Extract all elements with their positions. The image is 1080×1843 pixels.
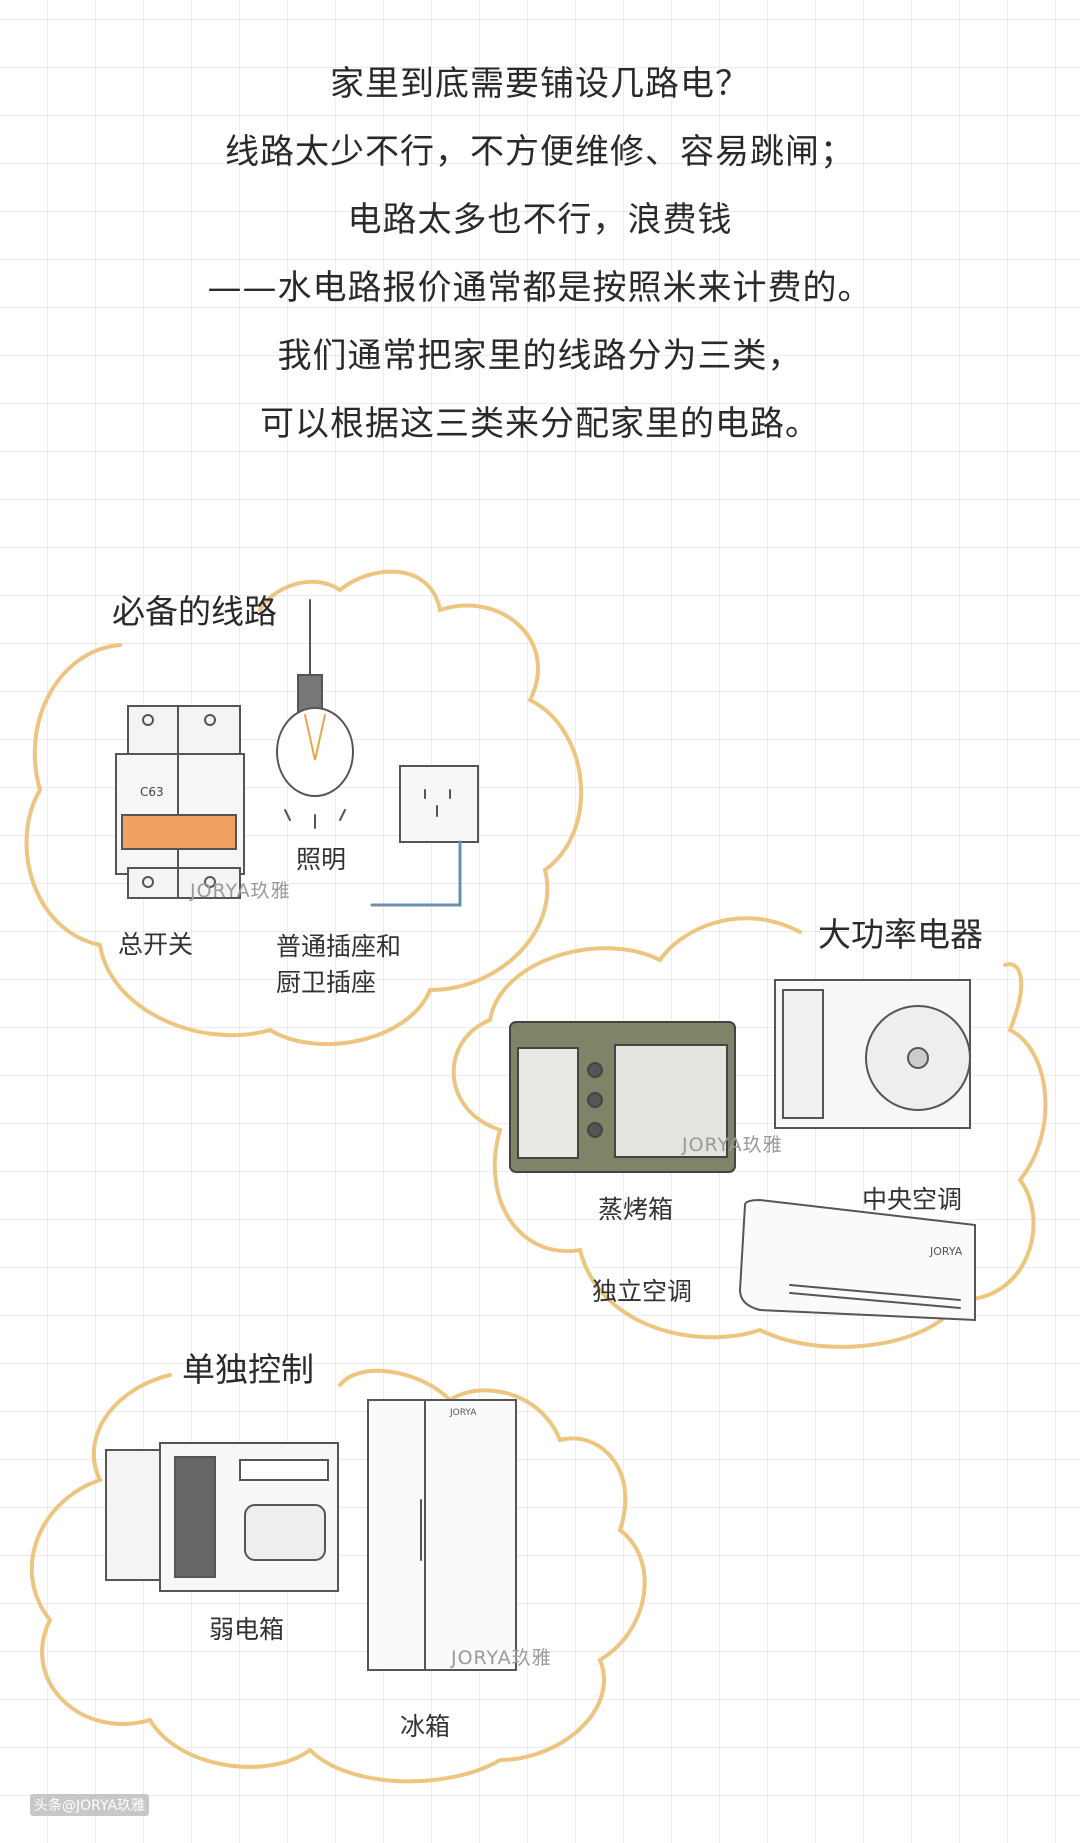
cloud-outline	[451, 916, 1048, 1349]
item-label: 厨卫插座	[276, 968, 377, 997]
watermark: JORYA玖雅	[682, 1134, 783, 1156]
group-title: 大功率电器	[818, 915, 983, 954]
oven-illustration	[509, 1021, 736, 1173]
watermark: JORYA玖雅	[190, 880, 291, 902]
watermark: JORYA玖雅	[451, 1647, 552, 1669]
footer-watermark: 头条@JORYA玖雅	[30, 1794, 150, 1816]
fridge-brand-mark: JORYA	[449, 1408, 477, 1418]
item-label: 总开关	[118, 930, 194, 959]
intro-line: 线路太少不行，不方便维修、容易跳闸；	[225, 132, 855, 172]
group-title: 单独控制	[182, 1350, 314, 1389]
item-label: 独立空调	[592, 1277, 693, 1306]
ac-brand-mark: JORYA	[929, 1245, 963, 1258]
item-label: 普通插座和	[276, 932, 402, 961]
light-bulb-illustration	[276, 599, 354, 829]
intro-line: 家里到底需要铺设几路电？	[330, 64, 750, 104]
cloud-outline	[29, 1368, 647, 1784]
central-ac-illustration	[774, 979, 971, 1129]
group-title: 必备的线路	[112, 592, 277, 631]
intro-line: 可以根据这三类来分配家里的电路。	[260, 404, 820, 444]
intro-line: 电路太多也不行，浪费钱	[347, 200, 733, 240]
item-label: 照明	[296, 845, 347, 874]
breaker-illustration	[115, 705, 245, 899]
item-label: 中央空调	[862, 1185, 963, 1214]
item-label: 蒸烤箱	[598, 1195, 674, 1224]
intro-line: ——水电路报价通常都是按照米来计费的。	[207, 268, 873, 308]
breaker-label: C63	[140, 785, 164, 799]
cloud-outline	[24, 569, 584, 1047]
intro-line: 我们通常把家里的线路分为三类，	[277, 336, 803, 376]
fridge-illustration	[367, 1399, 517, 1671]
intro-text: 家里到底需要铺设几路电？ 线路太少不行，不方便维修、容易跳闸； 电路太多也不行，…	[0, 50, 1080, 458]
item-label: 弱电箱	[209, 1615, 285, 1644]
item-label: 冰箱	[400, 1712, 451, 1741]
wall-ac-illustration	[738, 1198, 976, 1322]
socket-illustration	[370, 765, 479, 907]
weak-current-box-illustration	[105, 1442, 339, 1592]
